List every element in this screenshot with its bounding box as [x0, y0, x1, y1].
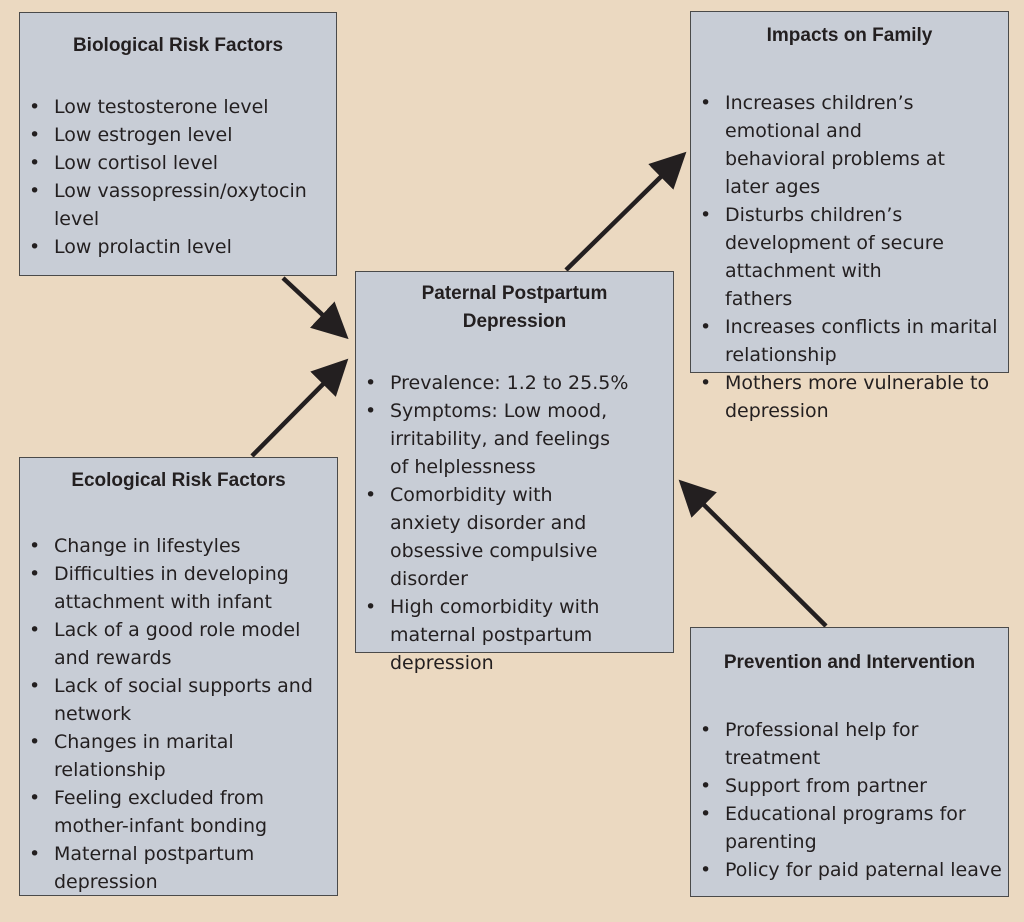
impacts-on-family-list: Increases children’s emotional and behav…: [691, 89, 1008, 425]
list-item: Educational programs for parenting: [691, 800, 1008, 856]
list-item: Changes in marital relationship: [20, 728, 337, 784]
list-item: Low vassopressin/oxytocin level: [20, 177, 336, 233]
list-item: Low estrogen level: [20, 121, 336, 149]
list-item: Maternal postpartum depression: [20, 840, 337, 896]
list-item: High comorbidity with maternal postpartu…: [356, 593, 673, 677]
center-title-line2: Depression: [462, 311, 567, 332]
list-item: Low prolactin level: [20, 233, 336, 261]
list-item: Support from partner: [691, 772, 1008, 800]
prevention-and-intervention-title: Prevention and Intervention: [723, 652, 976, 673]
list-item: Disturbs children’s development of secur…: [691, 201, 1008, 313]
list-item: Symptoms: Low mood, irritability, and fe…: [356, 397, 673, 481]
list-item: Change in lifestyles: [20, 532, 337, 560]
list-item: Difficulties in developing attachment wi…: [20, 560, 337, 616]
biological-risk-factors-list: Low testosterone level Low estrogen leve…: [20, 93, 336, 261]
list-item: Lack of a good role model and rewards: [20, 616, 337, 672]
biological-risk-factors-box: Biological Risk Factors Low testosterone…: [19, 12, 337, 276]
center-title-line1: Paternal Postpartum: [421, 283, 608, 304]
list-item: Professional help for treatment: [691, 716, 1008, 772]
ecological-risk-factors-list: Change in lifestyles Difficulties in dev…: [20, 532, 337, 896]
list-item: Prevalence: 1.2 to 25.5%: [356, 369, 673, 397]
list-item: Low testosterone level: [20, 93, 336, 121]
arrow-biological-to-center: [281, 276, 349, 340]
list-item: Increases conflicts in marital relations…: [691, 313, 1008, 369]
list-item: Increases children’s emotional and behav…: [691, 89, 1008, 201]
list-item: Mothers more vulnerable to depression: [691, 369, 1008, 425]
list-item: Feeling excluded from mother-infant bond…: [20, 784, 337, 840]
center-title: Paternal Postpartum Depression: [356, 280, 673, 336]
ecological-risk-factors-title: Ecological Risk Factors: [71, 470, 286, 491]
arrow-prevention-to-center: [678, 479, 828, 628]
prevention-and-intervention-box: Prevention and Intervention Professional…: [690, 627, 1009, 897]
arrow-center-to-family: [564, 151, 687, 272]
list-item: Lack of social supports and network: [20, 672, 337, 728]
arrow-ecological-to-center: [250, 358, 349, 458]
list-item: Low cortisol level: [20, 149, 336, 177]
ecological-risk-factors-box: Ecological Risk Factors Change in lifest…: [19, 457, 338, 896]
list-item: Comorbidity with anxiety disorder and ob…: [356, 481, 673, 593]
biological-risk-factors-title: Biological Risk Factors: [72, 35, 284, 56]
list-item: Policy for paid paternal leave: [691, 856, 1008, 884]
paternal-postpartum-depression-box: Paternal Postpartum Depression Prevalenc…: [355, 271, 674, 674]
impacts-on-family-title: Impacts on Family: [766, 25, 933, 46]
impacts-on-family-box: Impacts on Family Increases children’s e…: [690, 11, 1009, 422]
center-list: Prevalence: 1.2 to 25.5% Symptoms: Low m…: [356, 369, 673, 677]
prevention-and-intervention-list: Professional help for treatment Support …: [691, 716, 1008, 884]
